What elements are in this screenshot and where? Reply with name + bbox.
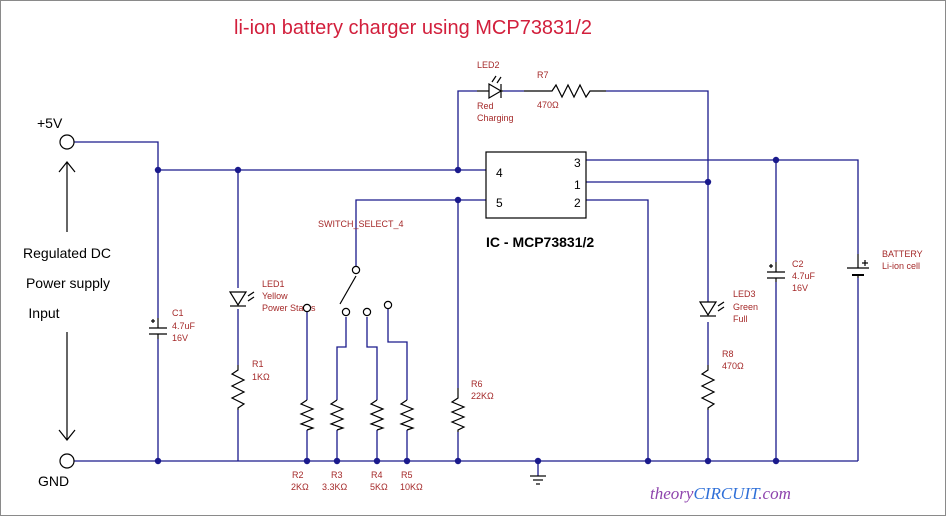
r1-ref: R1: [252, 359, 264, 369]
supply-desc-line2: Power supply: [26, 275, 110, 291]
ic-pin-2: 2: [574, 196, 581, 210]
led1-color: Yellow: [262, 291, 288, 301]
r3-ref: R3: [331, 470, 343, 480]
ic-name: IC - MCP73831/2: [486, 234, 594, 250]
ic-pin-3: 3: [574, 156, 581, 170]
r7-resistor-icon: [524, 83, 606, 99]
battery-type: Li-ion cell: [882, 261, 920, 271]
led1-desc: Power Status: [262, 303, 316, 313]
c2-voltage: 16V: [792, 283, 808, 293]
gnd-terminal: [59, 453, 75, 469]
r5-ref: R5: [401, 470, 413, 480]
watermark: theoryCIRCUIT.com: [650, 484, 791, 503]
c1-ref: C1: [172, 308, 184, 318]
c1-value: 4.7uF: [172, 321, 196, 331]
led1-icon: [228, 291, 255, 307]
battery-ref: BATTERY: [882, 249, 923, 259]
r1-resistor-icon: [230, 365, 246, 410]
watermark-part1: theory: [650, 484, 694, 503]
r5-resistor-icon: [399, 399, 415, 431]
ic-body: [485, 151, 587, 219]
led1-ref: LED1: [262, 279, 285, 289]
r2-value: 2KΩ: [291, 482, 309, 492]
r5-value: 10KΩ: [400, 482, 423, 492]
r4-resistor-icon: [369, 399, 385, 431]
led2-icon: [477, 75, 503, 100]
led2-color: Red: [477, 101, 494, 111]
led2-desc: Charging: [477, 113, 514, 123]
r6-ref: R6: [471, 379, 483, 389]
supply-desc-line1: Regulated DC: [23, 245, 111, 261]
watermark-part3: .com: [758, 484, 791, 503]
r2-ref: R2: [292, 470, 304, 480]
gnd-label: GND: [38, 473, 69, 489]
led3-desc: Full: [733, 314, 748, 324]
ground-icon: [530, 475, 546, 485]
r6-value: 22KΩ: [471, 391, 494, 401]
led2-ref: LED2: [477, 60, 500, 70]
ic-pin-5: 5: [496, 196, 503, 210]
r7-value: 470Ω: [537, 100, 559, 110]
c2-ref: C2: [792, 259, 804, 269]
r4-value: 5KΩ: [370, 482, 388, 492]
r8-resistor-icon: [700, 365, 716, 410]
rotary-switch-icon[interactable]: [302, 265, 393, 317]
r8-ref: R8: [722, 349, 734, 359]
junction-dots: [154, 156, 780, 465]
c1-capacitor-icon: [149, 318, 167, 339]
led3-ref: LED3: [733, 289, 756, 299]
down-arrow-icon: [58, 332, 76, 441]
diagram-title: li-ion battery charger using MCP73831/2: [234, 17, 592, 39]
r6-resistor-icon: [450, 388, 466, 432]
r4-ref: R4: [371, 470, 383, 480]
led3-icon: [698, 301, 725, 317]
switch-ref: SWITCH_SELECT_4: [318, 219, 404, 229]
r7-ref: R7: [537, 70, 549, 80]
r1-value: 1KΩ: [252, 372, 270, 382]
ic-pin-4: 4: [496, 166, 503, 180]
led3-color: Green: [733, 302, 758, 312]
watermark-part2: CIRCUIT: [693, 484, 761, 503]
c1-voltage: 16V: [172, 333, 188, 343]
ic-pin-1: 1: [574, 178, 581, 192]
c2-value: 4.7uF: [792, 271, 816, 281]
battery-icon: [847, 254, 869, 278]
r8-value: 470Ω: [722, 361, 744, 371]
plus-5v-label: +5V: [37, 115, 63, 131]
r3-resistor-icon: [329, 399, 345, 431]
r3-value: 3.3KΩ: [322, 482, 348, 492]
c2-capacitor-icon: [767, 262, 785, 282]
supply-desc-line3: Input: [28, 305, 59, 321]
wires: [74, 90, 859, 476]
plus-5v-terminal: [59, 134, 75, 150]
up-arrow-icon: [58, 161, 76, 232]
r2-resistor-icon: [299, 399, 315, 431]
